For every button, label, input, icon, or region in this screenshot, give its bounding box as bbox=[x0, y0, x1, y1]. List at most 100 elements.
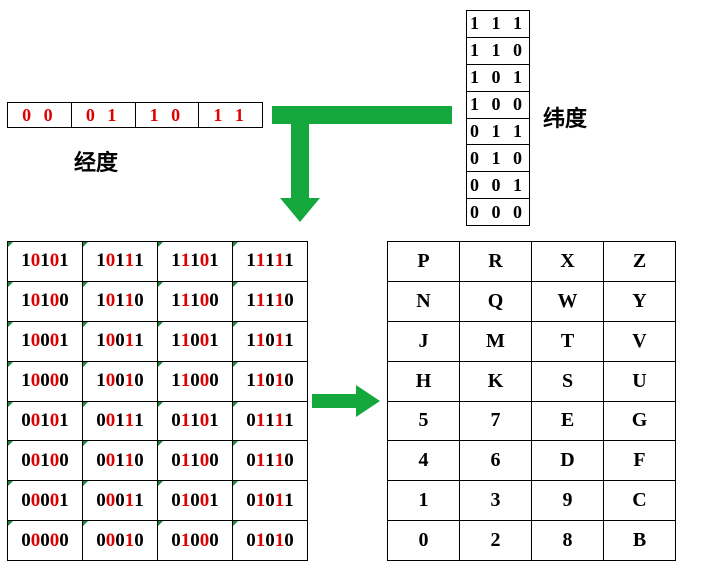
binary-digit: 1 bbox=[171, 370, 181, 392]
binary-digit: 0 bbox=[246, 489, 256, 511]
base32-char-cell: 1 bbox=[388, 481, 460, 522]
binary-digit: 0 bbox=[49, 449, 60, 471]
binary-digit: 1 bbox=[134, 409, 144, 431]
binary-digit: 1 bbox=[124, 290, 135, 312]
binary-digit: 0 bbox=[49, 489, 60, 511]
merge-arrow-head bbox=[280, 198, 320, 222]
merge-arrow-icon bbox=[272, 106, 452, 222]
binary-digit: 1 bbox=[40, 409, 50, 431]
base32-char-cell: D bbox=[532, 441, 604, 482]
binary-digit: 0 bbox=[171, 489, 181, 511]
latitude-code: 1 1 1 bbox=[467, 11, 529, 38]
binary-digit: 1 bbox=[96, 330, 106, 352]
binary-digit: 0 bbox=[265, 529, 275, 551]
binary-digit: 0 bbox=[284, 370, 294, 392]
binary-digit: 0 bbox=[49, 290, 60, 312]
base32-char-cell: S bbox=[532, 361, 604, 402]
binary-digit: 0 bbox=[199, 409, 210, 431]
binary-digit: 1 bbox=[96, 290, 106, 312]
binary-digit: 0 bbox=[171, 529, 181, 551]
binary-digit: 1 bbox=[246, 250, 256, 272]
binary-digit: 1 bbox=[284, 409, 294, 431]
binary-digit: 0 bbox=[40, 330, 50, 352]
base32-char-cell: R bbox=[460, 242, 532, 282]
right-arrow-icon bbox=[312, 385, 380, 417]
binary-digit: 1 bbox=[124, 250, 135, 272]
binary-digit: 1 bbox=[265, 409, 275, 431]
base32-char-cell: F bbox=[604, 441, 676, 482]
base32-char-cell: P bbox=[388, 242, 460, 282]
binary-digit: 0 bbox=[115, 489, 125, 511]
longitude-code: 0 1 bbox=[72, 103, 136, 127]
binary-digit: 1 bbox=[209, 250, 219, 272]
longitude-code-strip: 0 0 0 1 1 0 1 1 bbox=[7, 102, 263, 128]
binary-digit: 0 bbox=[30, 489, 41, 511]
binary-digit: 1 bbox=[115, 290, 125, 312]
binary-digit: 1 bbox=[190, 250, 200, 272]
binary-digit: 0 bbox=[115, 330, 125, 352]
binary-digit: 0 bbox=[21, 409, 31, 431]
right-arrow-shaft bbox=[312, 394, 358, 408]
binary-digit: 0 bbox=[59, 370, 69, 392]
base32-char-cell: 2 bbox=[460, 521, 532, 561]
binary-digit: 0 bbox=[21, 529, 31, 551]
binary-digit: 1 bbox=[115, 449, 125, 471]
binary-digit: 0 bbox=[134, 529, 144, 551]
binary-digit: 0 bbox=[284, 529, 294, 551]
longitude-code: 1 1 bbox=[213, 104, 248, 125]
binary-digit: 1 bbox=[124, 409, 135, 431]
base32-char-cell: T bbox=[532, 321, 604, 362]
binary-digit: 1 bbox=[274, 370, 285, 392]
binary-digit: 0 bbox=[40, 489, 50, 511]
base32-char-cell: 7 bbox=[460, 401, 532, 442]
binary-digit: 0 bbox=[49, 409, 60, 431]
binary-digit: 1 bbox=[180, 250, 191, 272]
longitude-code: 1 0 bbox=[136, 103, 200, 127]
binary-digit: 0 bbox=[199, 330, 210, 352]
binary-digit: 0 bbox=[190, 370, 200, 392]
base32-char-cell: 4 bbox=[388, 441, 460, 482]
binary-digit: 1 bbox=[255, 370, 266, 392]
binary-digit: 1 bbox=[209, 409, 219, 431]
binary-digit: 1 bbox=[265, 250, 275, 272]
binary-digit: 0 bbox=[30, 330, 41, 352]
binary-digit: 0 bbox=[96, 489, 106, 511]
binary-digit: 0 bbox=[40, 529, 50, 551]
binary-digit: 1 bbox=[40, 290, 50, 312]
binary-digit: 1 bbox=[59, 409, 69, 431]
binary-digit: 1 bbox=[124, 330, 135, 352]
base32-char-cell: 5 bbox=[388, 401, 460, 442]
base32-char-cell: N bbox=[388, 281, 460, 322]
binary-digit: 0 bbox=[199, 449, 210, 471]
binary-digit: 0 bbox=[199, 250, 210, 272]
binary-digit: 1 bbox=[180, 409, 191, 431]
binary-digit: 1 bbox=[255, 529, 266, 551]
binary-digit: 1 bbox=[115, 409, 125, 431]
binary-digit: 0 bbox=[30, 290, 41, 312]
binary-digit: 1 bbox=[274, 489, 285, 511]
binary-digit: 0 bbox=[190, 489, 200, 511]
binary-digit: 1 bbox=[180, 330, 191, 352]
binary-digit: 1 bbox=[255, 489, 266, 511]
binary-digit: 1 bbox=[96, 250, 106, 272]
binary-digit: 0 bbox=[30, 409, 41, 431]
base32-char-cell: E bbox=[532, 401, 604, 442]
binary-digit: 0 bbox=[115, 370, 125, 392]
binary-digit: 0 bbox=[49, 370, 60, 392]
binary-digit: 0 bbox=[199, 529, 210, 551]
binary-digit: 0 bbox=[40, 370, 50, 392]
merge-arrow-shaft bbox=[291, 106, 309, 198]
